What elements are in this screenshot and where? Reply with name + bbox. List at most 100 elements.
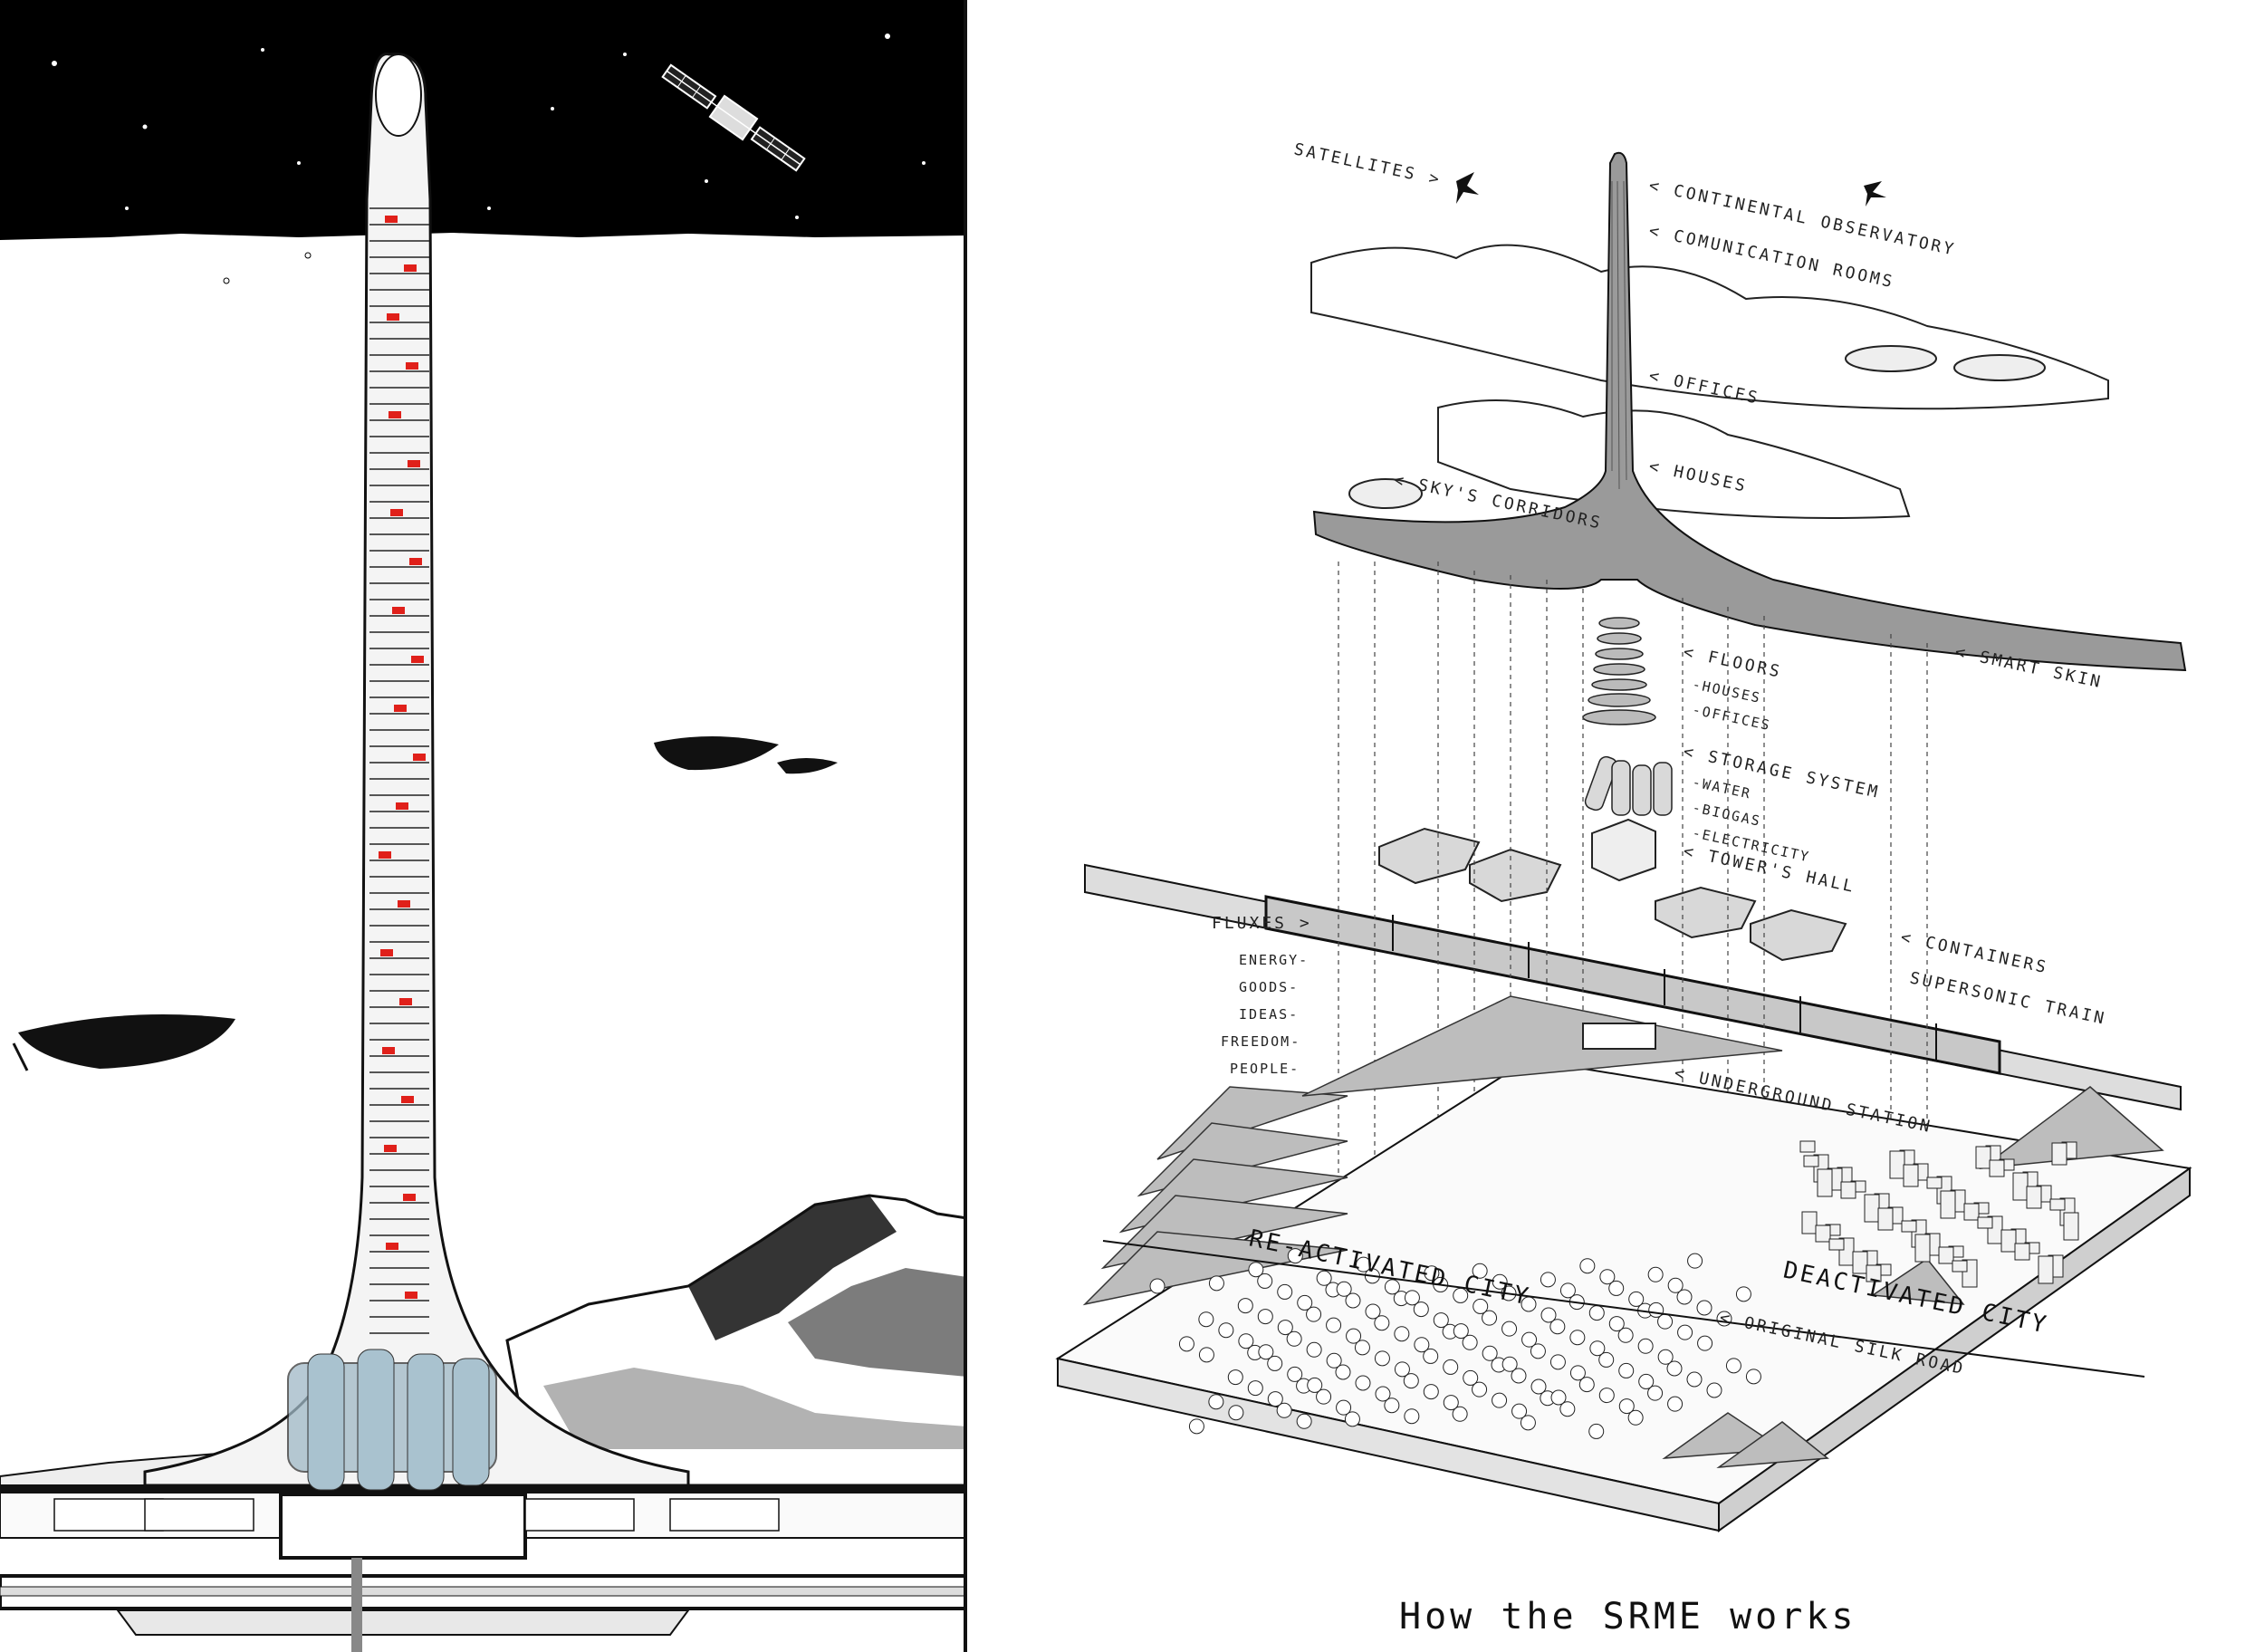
silk-road-line (1102, 1240, 2145, 1378)
label-flux-people: PEOPLE- (1230, 1061, 1300, 1077)
building (1975, 1146, 1991, 1169)
tree (1237, 1298, 1253, 1314)
tree (1617, 1327, 1634, 1343)
housing-unit (401, 1096, 414, 1103)
satellite-icon (661, 63, 806, 172)
tree (1550, 1389, 1567, 1406)
label-flux-energy: ENERGY- (1239, 952, 1309, 968)
label-offices: < OFFICES (1647, 366, 1761, 408)
tree (1258, 1344, 1274, 1360)
tree (1433, 1312, 1449, 1329)
building (1877, 1207, 1894, 1231)
tree (1687, 1253, 1703, 1269)
underground-station-box (279, 1493, 527, 1560)
tree (1316, 1270, 1332, 1286)
supersonic-train (1084, 863, 2182, 1111)
building (2063, 1212, 2079, 1241)
tree (1297, 1294, 1313, 1311)
tower-spire (1312, 151, 2187, 672)
housing-unit (394, 705, 407, 712)
tree (1198, 1311, 1214, 1328)
tree (1511, 1368, 1527, 1384)
tree (1257, 1309, 1273, 1325)
tree (1667, 1277, 1684, 1293)
housing-unit (409, 558, 422, 565)
tree (1178, 1336, 1194, 1352)
tree (1598, 1351, 1615, 1368)
tree (1394, 1361, 1410, 1378)
building (2012, 1172, 2029, 1201)
housing-unit (405, 1292, 417, 1299)
tree (1326, 1352, 1342, 1369)
label-satellites: SATELLITES > (1292, 139, 1444, 189)
tree (1208, 1275, 1224, 1292)
tree (1647, 1266, 1664, 1282)
tree (1501, 1321, 1518, 1337)
housing-unit (389, 411, 401, 418)
underground-platform (116, 1609, 690, 1636)
tree (1482, 1310, 1498, 1326)
tree (1326, 1317, 1342, 1333)
tree (1569, 1365, 1586, 1381)
building (2038, 1255, 2054, 1284)
tree (1492, 1392, 1508, 1408)
trees-cluster (1149, 1248, 1761, 1439)
tree (1520, 1415, 1536, 1431)
building (1803, 1155, 1819, 1167)
container-stacks (53, 1498, 780, 1532)
housing-unit (386, 1243, 398, 1250)
tree (1569, 1330, 1586, 1346)
building (1840, 1181, 1856, 1199)
tree (1618, 1398, 1635, 1415)
tree (1208, 1394, 1224, 1410)
tree (1218, 1322, 1234, 1339)
tree (1227, 1369, 1243, 1386)
tree (1589, 1340, 1606, 1357)
tree (1344, 1411, 1360, 1427)
tree (1413, 1301, 1429, 1318)
label-storage-water: -WATER (1691, 773, 1752, 802)
housing-unit (387, 313, 399, 321)
tree (1375, 1386, 1391, 1402)
tree (1277, 1320, 1293, 1336)
building (1815, 1225, 1831, 1243)
tree (1247, 1380, 1263, 1397)
airship-icon (1348, 345, 2046, 509)
towers-hall-cube (1591, 818, 1656, 882)
label-floors-offices: -OFFICES (1691, 701, 1772, 734)
tree (1540, 1272, 1556, 1288)
tower-section-drawing (0, 0, 967, 1652)
building (2026, 1186, 2042, 1209)
tree (1540, 1307, 1557, 1323)
building (1889, 1150, 1905, 1179)
tree (1598, 1388, 1615, 1404)
storage-cylinders (1584, 755, 1673, 816)
tree (1618, 1362, 1635, 1378)
tree (1472, 1263, 1488, 1279)
tree (1627, 1409, 1644, 1426)
train-rail (0, 1586, 967, 1597)
building (1963, 1203, 1980, 1221)
buildings-cluster (1799, 1140, 2079, 1288)
tower-floors (369, 207, 429, 1334)
tree (1384, 1397, 1400, 1414)
tree (1667, 1396, 1684, 1412)
label-flux-freedom: FREEDOM- (1221, 1033, 1300, 1050)
tower-section-svg (0, 0, 967, 1652)
tree (1697, 1335, 1713, 1351)
tree (1356, 1256, 1372, 1273)
tree (1657, 1349, 1674, 1365)
tree (1316, 1388, 1332, 1405)
tree (1198, 1347, 1214, 1363)
tree (1248, 1262, 1264, 1278)
building (1901, 1220, 1917, 1233)
label-flux-goods: GOODS- (1239, 979, 1299, 995)
tree (1365, 1303, 1381, 1320)
tree (1336, 1281, 1352, 1297)
tree (1394, 1326, 1410, 1342)
tree (1374, 1350, 1390, 1367)
tree (1423, 1348, 1439, 1364)
tree (1228, 1405, 1244, 1421)
building (2014, 1243, 2030, 1261)
